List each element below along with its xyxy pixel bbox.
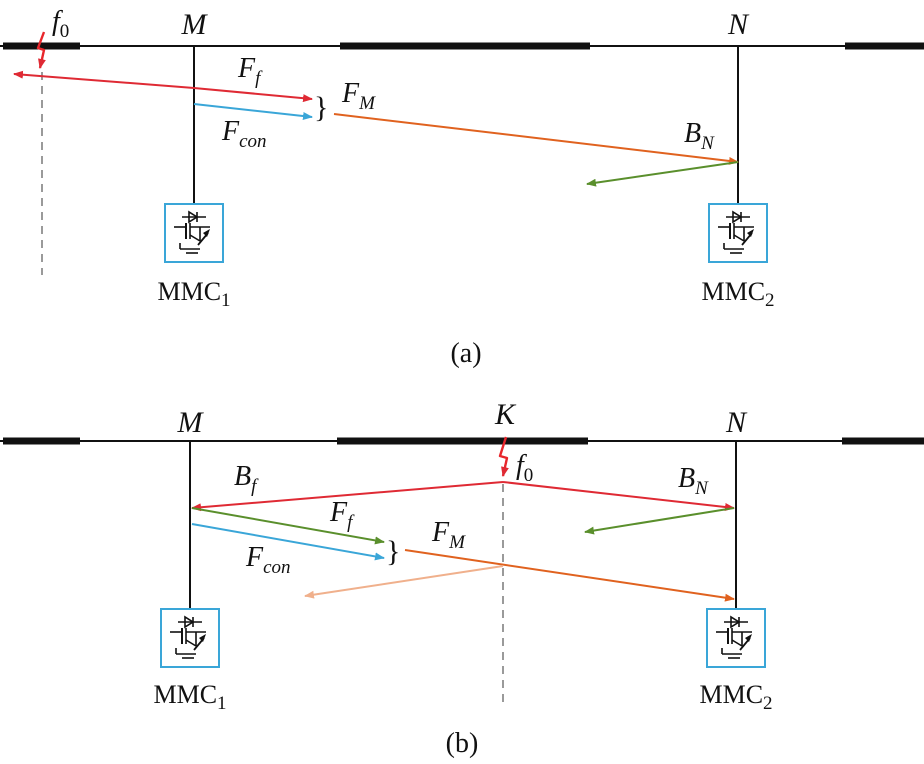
- fault-lightning-icon: [36, 31, 46, 69]
- wave-arrow-fm: [404, 549, 735, 602]
- panel-b: M K N f0 Bf Ff Fcon } FM BN MMC1 MMC2 (b…: [0, 398, 924, 759]
- fm-label: FM: [431, 517, 466, 553]
- node-label-n: N: [727, 8, 750, 41]
- bf-label: Bf: [234, 461, 259, 497]
- ff-label: Ff: [329, 497, 355, 533]
- bn-label: BN: [678, 463, 709, 499]
- caption-b: (b): [446, 728, 479, 759]
- fm-label: FM: [341, 78, 376, 114]
- fault-label: f0: [516, 450, 533, 486]
- ff-label: Ff: [237, 53, 263, 89]
- mmc1-label: MMC1: [157, 277, 230, 311]
- node-label-k: K: [494, 398, 517, 431]
- wave-arrow-bf: [191, 481, 504, 512]
- wave-arrow-reflect-left: [13, 70, 195, 89]
- wave-arrow-fcon: [191, 523, 385, 561]
- mmc1-label: MMC1: [153, 680, 226, 714]
- mmc2-label: MMC2: [699, 680, 772, 714]
- fcon-label: Fcon: [221, 116, 267, 152]
- mmc2-converter: [708, 203, 768, 263]
- wave-arrow-ff: [193, 87, 313, 103]
- caption-a: (a): [450, 338, 481, 369]
- wave-arrow-ff: [191, 507, 385, 545]
- node-label-m: M: [181, 8, 209, 41]
- mmc-converter-icon: [706, 608, 766, 668]
- mmc-converter-icon: [160, 608, 220, 668]
- wave-arrow-to-n: [502, 481, 735, 511]
- mmc-converter-icon: [164, 203, 224, 263]
- brace-symbol: }: [386, 535, 400, 568]
- node-label-m: M: [177, 406, 205, 439]
- brace-symbol: }: [314, 91, 328, 124]
- fault-lightning-icon: [498, 436, 509, 477]
- wave-arrow-fm: [333, 113, 739, 165]
- wave-arrow-bn: [586, 161, 739, 187]
- wave-arrow-bn: [584, 507, 735, 535]
- mmc1-converter: [160, 608, 220, 668]
- mmc2-label: MMC2: [701, 277, 774, 311]
- mmc2-converter: [706, 608, 766, 668]
- mmc1-converter: [164, 203, 224, 263]
- wave-arrow-transmitted: [304, 565, 504, 599]
- panel-a: M N f0 Ff Fcon } FM BN MMC1 MMC2 (a): [0, 6, 924, 369]
- fault-label: f0: [52, 6, 69, 42]
- node-label-n: N: [725, 406, 748, 439]
- wave-arrow-fcon: [193, 103, 313, 120]
- bn-label: BN: [684, 118, 715, 154]
- mmc-converter-icon: [708, 203, 768, 263]
- fcon-label: Fcon: [245, 542, 291, 578]
